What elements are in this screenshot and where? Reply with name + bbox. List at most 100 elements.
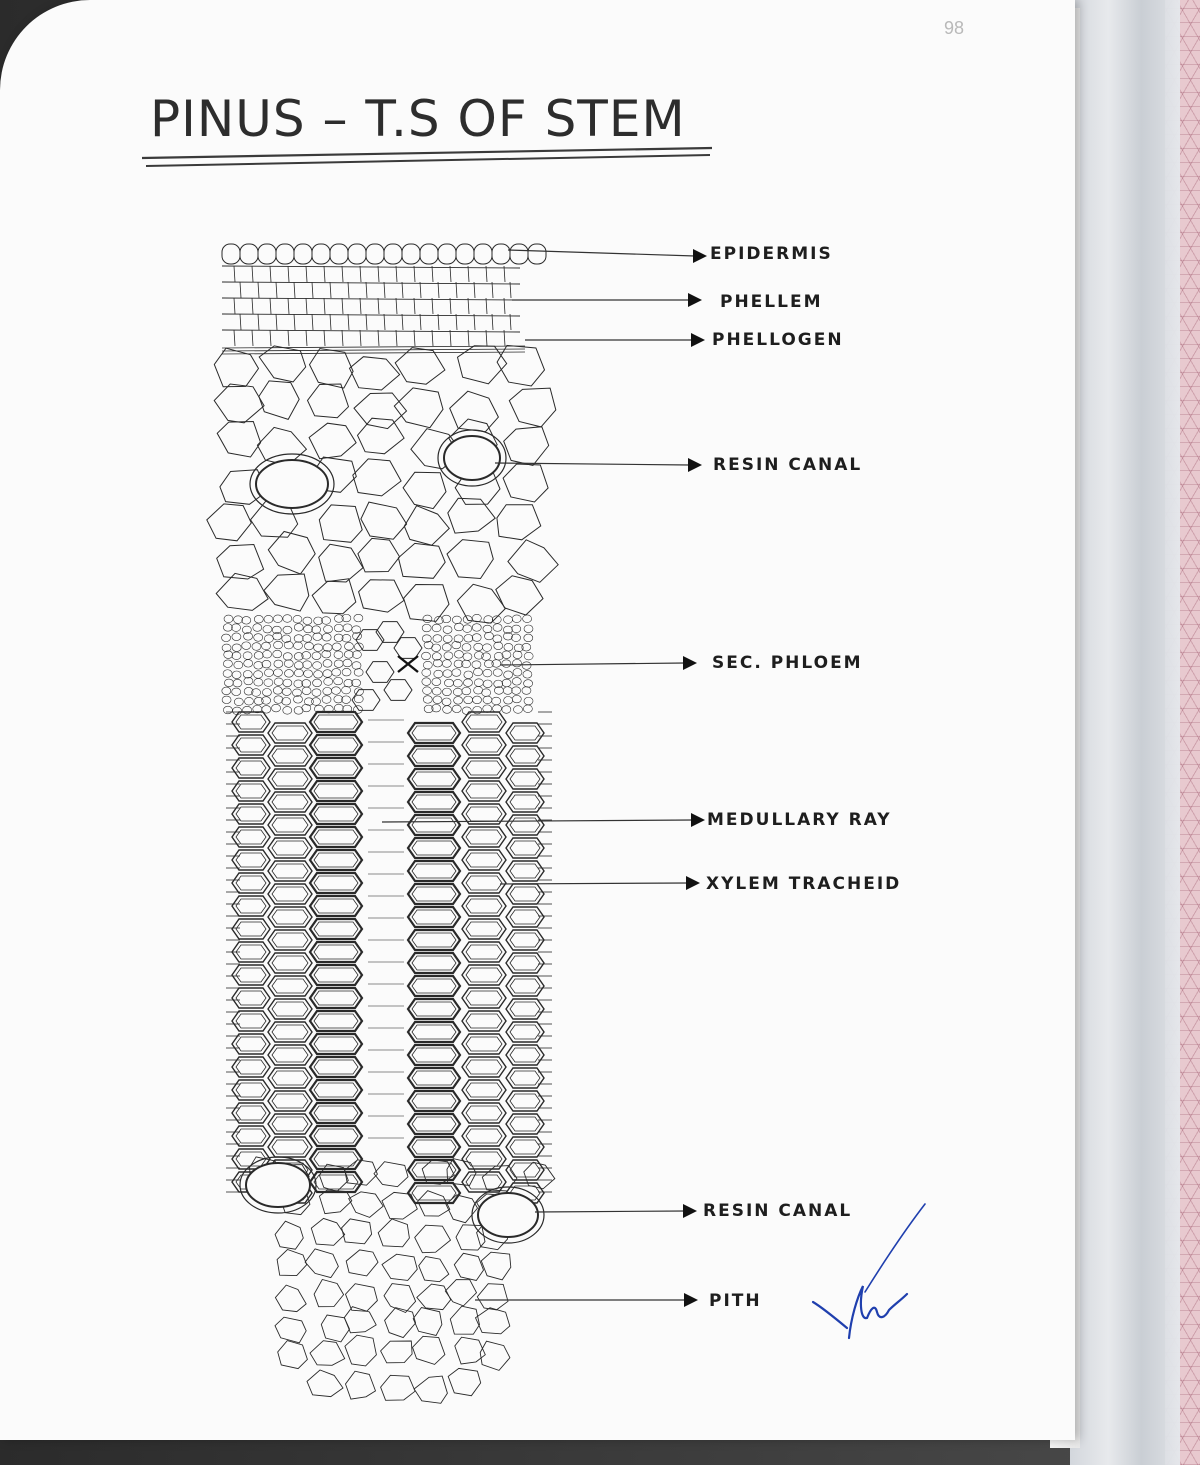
phloem-cell xyxy=(242,705,252,715)
pith-cell xyxy=(449,1305,480,1335)
phellem-cell-wall xyxy=(329,281,332,299)
cortex-cell xyxy=(258,380,300,421)
pith-cell xyxy=(414,1224,452,1254)
phellem-cell-wall xyxy=(485,297,488,315)
phloem-cell xyxy=(293,634,304,643)
pith-cell xyxy=(380,1374,416,1401)
tracheid-lumen xyxy=(313,1151,359,1167)
phloem-cell xyxy=(512,668,523,677)
phellem-cell-wall xyxy=(413,265,416,283)
tracheid-cell xyxy=(267,929,313,951)
cortex-cell xyxy=(215,572,269,611)
phloem-cell xyxy=(313,643,323,652)
tracheid-lumen xyxy=(465,898,503,914)
phloem-cell xyxy=(244,697,254,706)
phloem-cell xyxy=(431,687,442,696)
tracheid-lumen xyxy=(271,1001,309,1017)
phloem-cell xyxy=(282,678,293,688)
phloem-cell xyxy=(223,623,233,632)
phloem-cell xyxy=(253,633,264,642)
phloem-cell xyxy=(301,651,312,660)
pith-cell xyxy=(411,1335,446,1365)
tracheid-lumen xyxy=(313,967,359,983)
phellem-cell-wall xyxy=(503,297,506,315)
label-resin-canal-xylem: RESIN CANAL xyxy=(703,1201,853,1221)
phellem-cell-wall xyxy=(509,281,512,299)
tracheid-lumen xyxy=(465,852,503,868)
pith-cell xyxy=(274,1220,304,1250)
cortex-cell xyxy=(318,504,363,543)
tracheid-lumen xyxy=(509,771,541,787)
tracheid-lumen xyxy=(235,783,267,799)
pith-cell xyxy=(345,1249,379,1277)
cortex-cell xyxy=(219,469,269,505)
phellem-cell-wall xyxy=(395,329,398,347)
cortex-cell xyxy=(263,573,310,612)
tracheid-lumen xyxy=(313,1059,359,1075)
tracheid-cell xyxy=(406,1089,462,1113)
phloem-cell xyxy=(234,697,244,706)
cortex-cells xyxy=(206,344,559,624)
pith-cell xyxy=(474,1307,511,1335)
tracheid-lumen xyxy=(465,1151,503,1167)
pith-cell xyxy=(377,1218,410,1248)
phloem-cell xyxy=(461,686,472,696)
tracheid-lumen xyxy=(271,1093,309,1109)
phloem-cell xyxy=(481,652,491,661)
tracheid-cell xyxy=(461,1010,507,1032)
tracheid-cell xyxy=(267,1021,313,1043)
phloem-cell xyxy=(242,670,253,679)
phloem-cell xyxy=(421,651,431,661)
tracheid-cell xyxy=(267,1067,313,1089)
tracheid-lumen xyxy=(271,840,309,856)
tracheid-cell xyxy=(231,1033,271,1055)
phloem-cell xyxy=(293,706,304,715)
phloem-cell xyxy=(482,679,493,688)
tracheid-cell xyxy=(406,721,462,745)
pith-cell xyxy=(344,1159,378,1186)
phellem-cell-wall xyxy=(467,329,470,347)
phloem-cell xyxy=(261,705,272,714)
phloem-cell xyxy=(484,659,494,668)
phloem-cell xyxy=(292,615,303,624)
tracheid-cell xyxy=(461,895,507,917)
phellem-cell-wall xyxy=(233,265,236,283)
phloem-cell xyxy=(513,705,523,714)
phloem-cell xyxy=(523,679,533,688)
phellem-cell-wall xyxy=(467,297,470,315)
tracheid-lumen xyxy=(235,714,267,730)
phloem-cell xyxy=(484,631,494,641)
tracheid-lumen xyxy=(235,1128,267,1144)
phloem-cell xyxy=(303,624,313,634)
tracheid-cell xyxy=(505,1044,545,1066)
cortex-cell xyxy=(308,347,354,389)
phloem-cell xyxy=(272,625,282,635)
pith-cell xyxy=(381,1191,418,1220)
phellem-cell-wall xyxy=(251,329,254,347)
phloem-cell xyxy=(313,670,323,679)
resin-canal-outer xyxy=(249,453,335,515)
tracheid-cell xyxy=(505,906,545,928)
phloem-cell xyxy=(282,625,293,635)
phloem-cell xyxy=(242,625,252,634)
pith-cell xyxy=(341,1218,373,1245)
phloem-cell xyxy=(293,679,304,688)
phellem-cell-wall xyxy=(251,265,254,283)
tracheid-lumen xyxy=(411,817,457,833)
tracheid-lumen xyxy=(411,1001,457,1017)
cortex-cell xyxy=(318,543,364,583)
phloem-cell xyxy=(282,614,293,623)
label-sec-phloem: SEC. PHLOEM xyxy=(712,653,863,673)
phellem-cell-wall xyxy=(437,313,440,331)
tracheid-lumen xyxy=(509,748,541,764)
tracheid-cell xyxy=(308,1055,364,1079)
phellem-cell-wall xyxy=(365,313,368,331)
phloem-cell xyxy=(521,661,532,670)
phloem-cell xyxy=(442,625,453,634)
tracheid-cell xyxy=(406,882,462,906)
tracheid-cell xyxy=(505,1021,545,1043)
phloem-cell xyxy=(231,651,242,660)
phloem-parenchyma-cell xyxy=(383,679,413,701)
phloem-cell xyxy=(221,695,232,704)
